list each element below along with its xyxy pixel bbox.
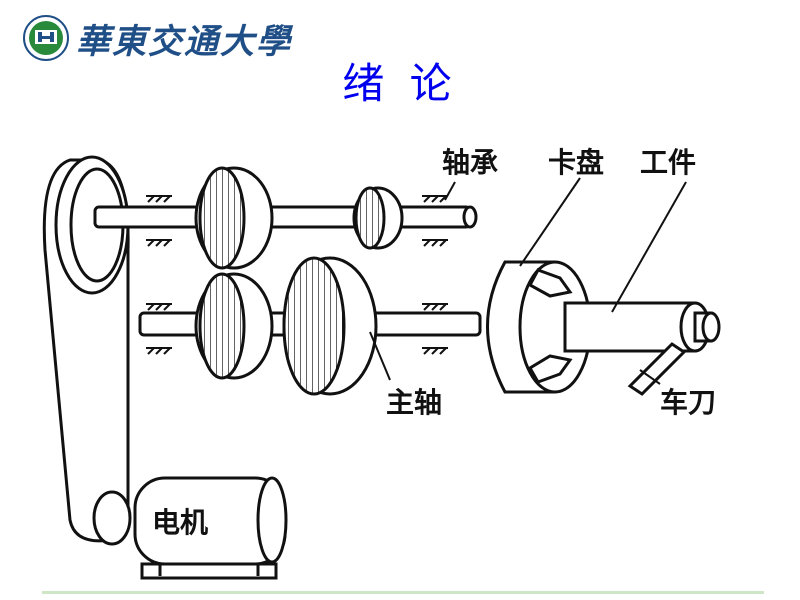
belt-drive — [42, 155, 132, 546]
label-bearing: 轴承 — [442, 146, 498, 179]
footer-divider — [42, 591, 764, 594]
cutting-tool — [627, 342, 687, 396]
slide-header: 華東交通大學 绪 论 — [0, 0, 800, 110]
bearing-hatches — [146, 195, 448, 355]
workpiece — [563, 301, 721, 353]
upper-gears — [194, 166, 404, 270]
label-spindle: 主轴 — [386, 386, 442, 419]
upper-shaft — [93, 205, 478, 229]
motor — [133, 476, 288, 580]
label-tool: 车刀 — [660, 386, 716, 419]
label-motor: 电机 — [152, 506, 208, 539]
chuck — [486, 260, 592, 394]
slide-title: 绪 论 — [342, 59, 458, 108]
label-workpiece: 工件 — [640, 146, 696, 179]
leader-lines — [369, 177, 687, 385]
label-chuck: 卡盘 — [548, 146, 604, 179]
university-logo — [22, 14, 70, 62]
university-name: 華東交通大學 — [76, 22, 292, 62]
lower-gears — [194, 256, 378, 396]
